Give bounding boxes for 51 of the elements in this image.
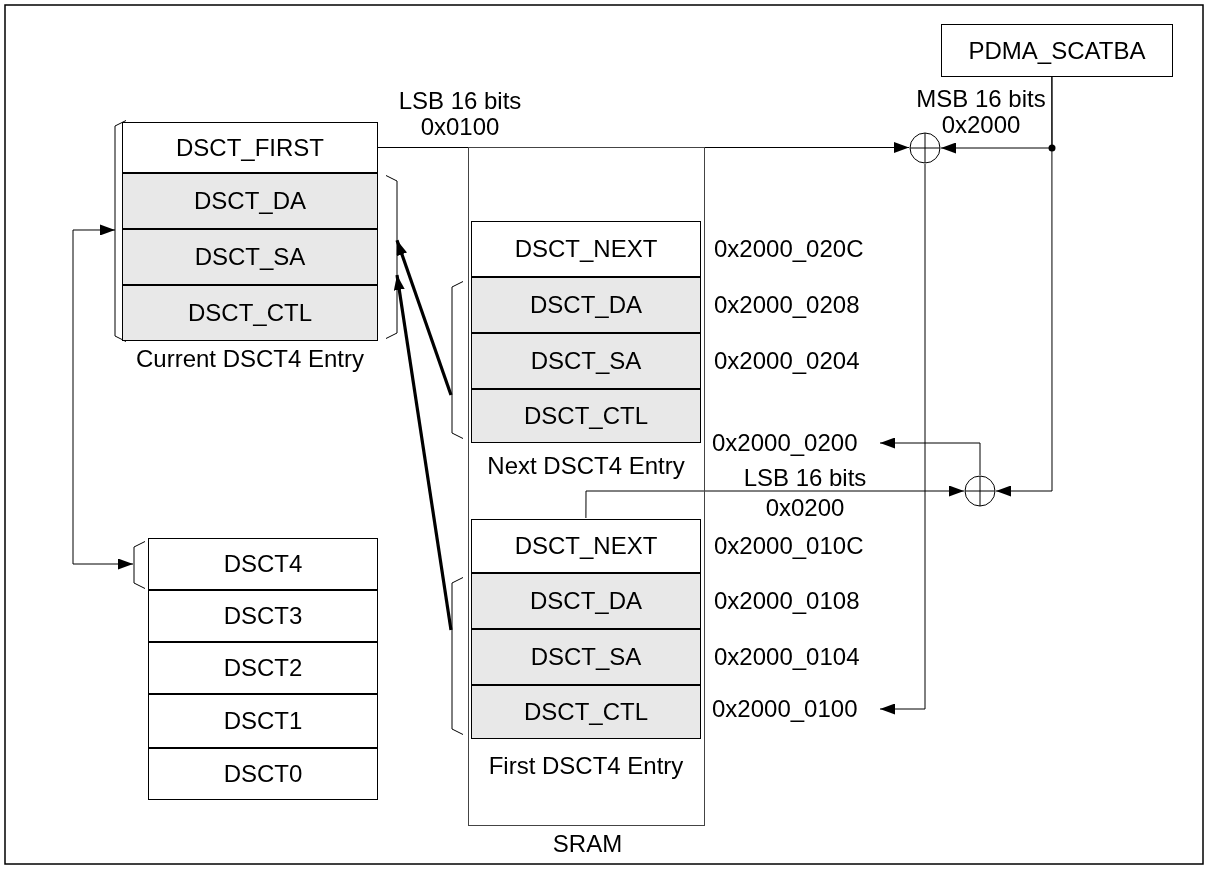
register-label: DSCT_NEXT <box>513 531 659 561</box>
address-label: 0x2000_0104 <box>714 642 861 672</box>
register-row <box>148 694 378 748</box>
register-row <box>122 173 378 229</box>
register-row <box>122 229 378 285</box>
entry-caption: Current DSCT4 Entry <box>134 344 366 374</box>
arrow <box>72 224 134 570</box>
edge-label: LSB 16 bits 0x0200 <box>742 463 868 523</box>
address-label: 0x2000_010C <box>714 531 865 561</box>
entry-caption: Next DSCT4 Entry <box>486 451 686 481</box>
register-box <box>941 24 1173 77</box>
register-label: DSCT_NEXT <box>513 234 659 264</box>
address-label: 0x2000_0100 <box>712 696 878 722</box>
register-label: DSCT1 <box>222 706 304 736</box>
register-label: DSCT_DA <box>529 586 643 616</box>
register-label: DSCT0 <box>222 759 304 789</box>
register-row <box>148 590 378 642</box>
register-label: DSCT_CTL <box>187 298 313 328</box>
register-row <box>471 389 701 443</box>
address-label: 0x2000_0108 <box>714 586 861 616</box>
register-label: DSCT4 <box>222 549 304 579</box>
address-label: 0x2000_0208 <box>714 290 861 320</box>
register-row <box>148 748 378 800</box>
register-label: DSCT_SA <box>193 242 307 272</box>
arrow <box>585 485 965 519</box>
edge-label: MSB 16 bits 0x2000 <box>915 86 1047 138</box>
register-row <box>122 285 378 341</box>
register-row <box>122 122 378 173</box>
arrow <box>995 76 1053 497</box>
arrow <box>395 239 453 396</box>
register-row <box>471 685 701 739</box>
memory-label: SRAM <box>551 829 624 859</box>
edge-label: LSB 16 bits 0x0100 <box>397 88 523 140</box>
arrow <box>393 274 453 631</box>
register-label: DSCT_DA <box>193 186 307 216</box>
register-label: DSCT_FIRST <box>175 132 325 163</box>
arrow <box>879 163 926 715</box>
register-row <box>148 642 378 694</box>
register-label: DSCT3 <box>222 601 304 631</box>
address-label: 0x2000_0200 <box>712 430 878 456</box>
register-label: DSCT_SA <box>529 346 643 376</box>
register-label: DSCT_CTL <box>523 697 649 727</box>
register-label: PDMA_SCATBA <box>967 35 1147 66</box>
address-label: 0x2000_0204 <box>714 346 861 376</box>
register-label: DSCT_CTL <box>523 401 649 431</box>
register-label: DSCT2 <box>222 653 304 683</box>
address-label: 0x2000_020C <box>714 234 865 264</box>
arrow <box>879 437 981 476</box>
register-label: DSCT_SA <box>529 642 643 672</box>
register-label: DSCT_DA <box>529 290 643 320</box>
entry-caption: First DSCT4 Entry <box>487 751 685 781</box>
